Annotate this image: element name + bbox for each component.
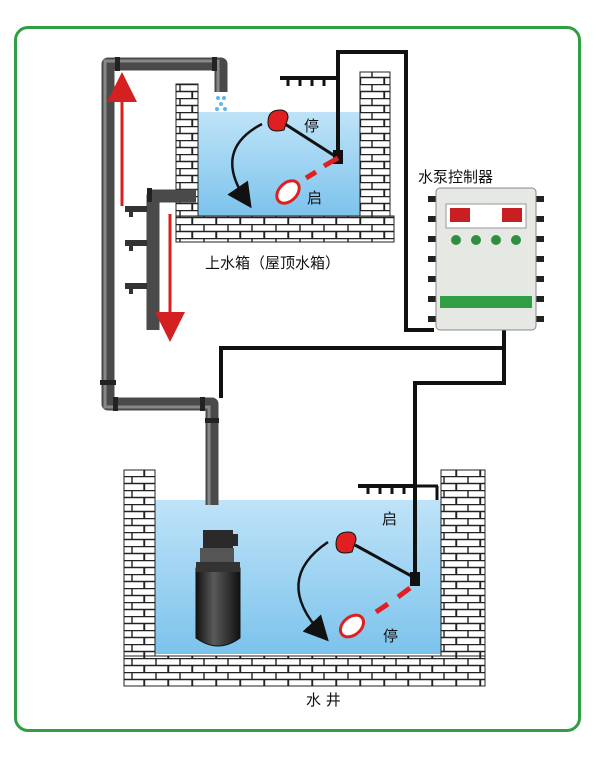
well-left-wall (123, 469, 156, 657)
pipe-highlight (103, 59, 220, 505)
upper-tank-right-wall (359, 71, 391, 217)
upper-tank-floor (175, 215, 395, 243)
well-start-label: 启 (382, 510, 397, 528)
upper-start-label: 启 (307, 189, 322, 207)
submersible-pump-icon (195, 530, 241, 647)
upper-tank (175, 71, 395, 243)
pipe-joints (100, 57, 219, 423)
well-stop-label: 停 (383, 627, 398, 645)
float-ball-icon (338, 613, 366, 639)
float-ball-icon (267, 109, 289, 132)
tap-icon (125, 206, 147, 294)
controller-label: 水泵控制器 (418, 168, 493, 186)
well-right-wall (440, 469, 486, 657)
upper-float-switch (227, 109, 343, 209)
float-ball-icon (335, 531, 357, 554)
controller-brand-strip (440, 296, 532, 308)
water-well (123, 469, 486, 687)
float-mount-rods (280, 76, 439, 500)
float-ball-icon (275, 179, 301, 205)
flow-arrow-icon (107, 72, 185, 342)
upper-tank-label: 上水箱（屋顶水箱） (205, 254, 340, 272)
controller-buttons (451, 235, 521, 245)
water-outlet-drops (215, 96, 227, 111)
well-float-switch (297, 531, 420, 642)
well-floor (123, 655, 486, 687)
controller-led-display-left (450, 208, 470, 222)
well-label: 水 井 (306, 691, 341, 709)
controller-led-display-right (502, 208, 522, 222)
pump-controller (428, 187, 544, 331)
upper-stop-label: 停 (304, 117, 319, 135)
